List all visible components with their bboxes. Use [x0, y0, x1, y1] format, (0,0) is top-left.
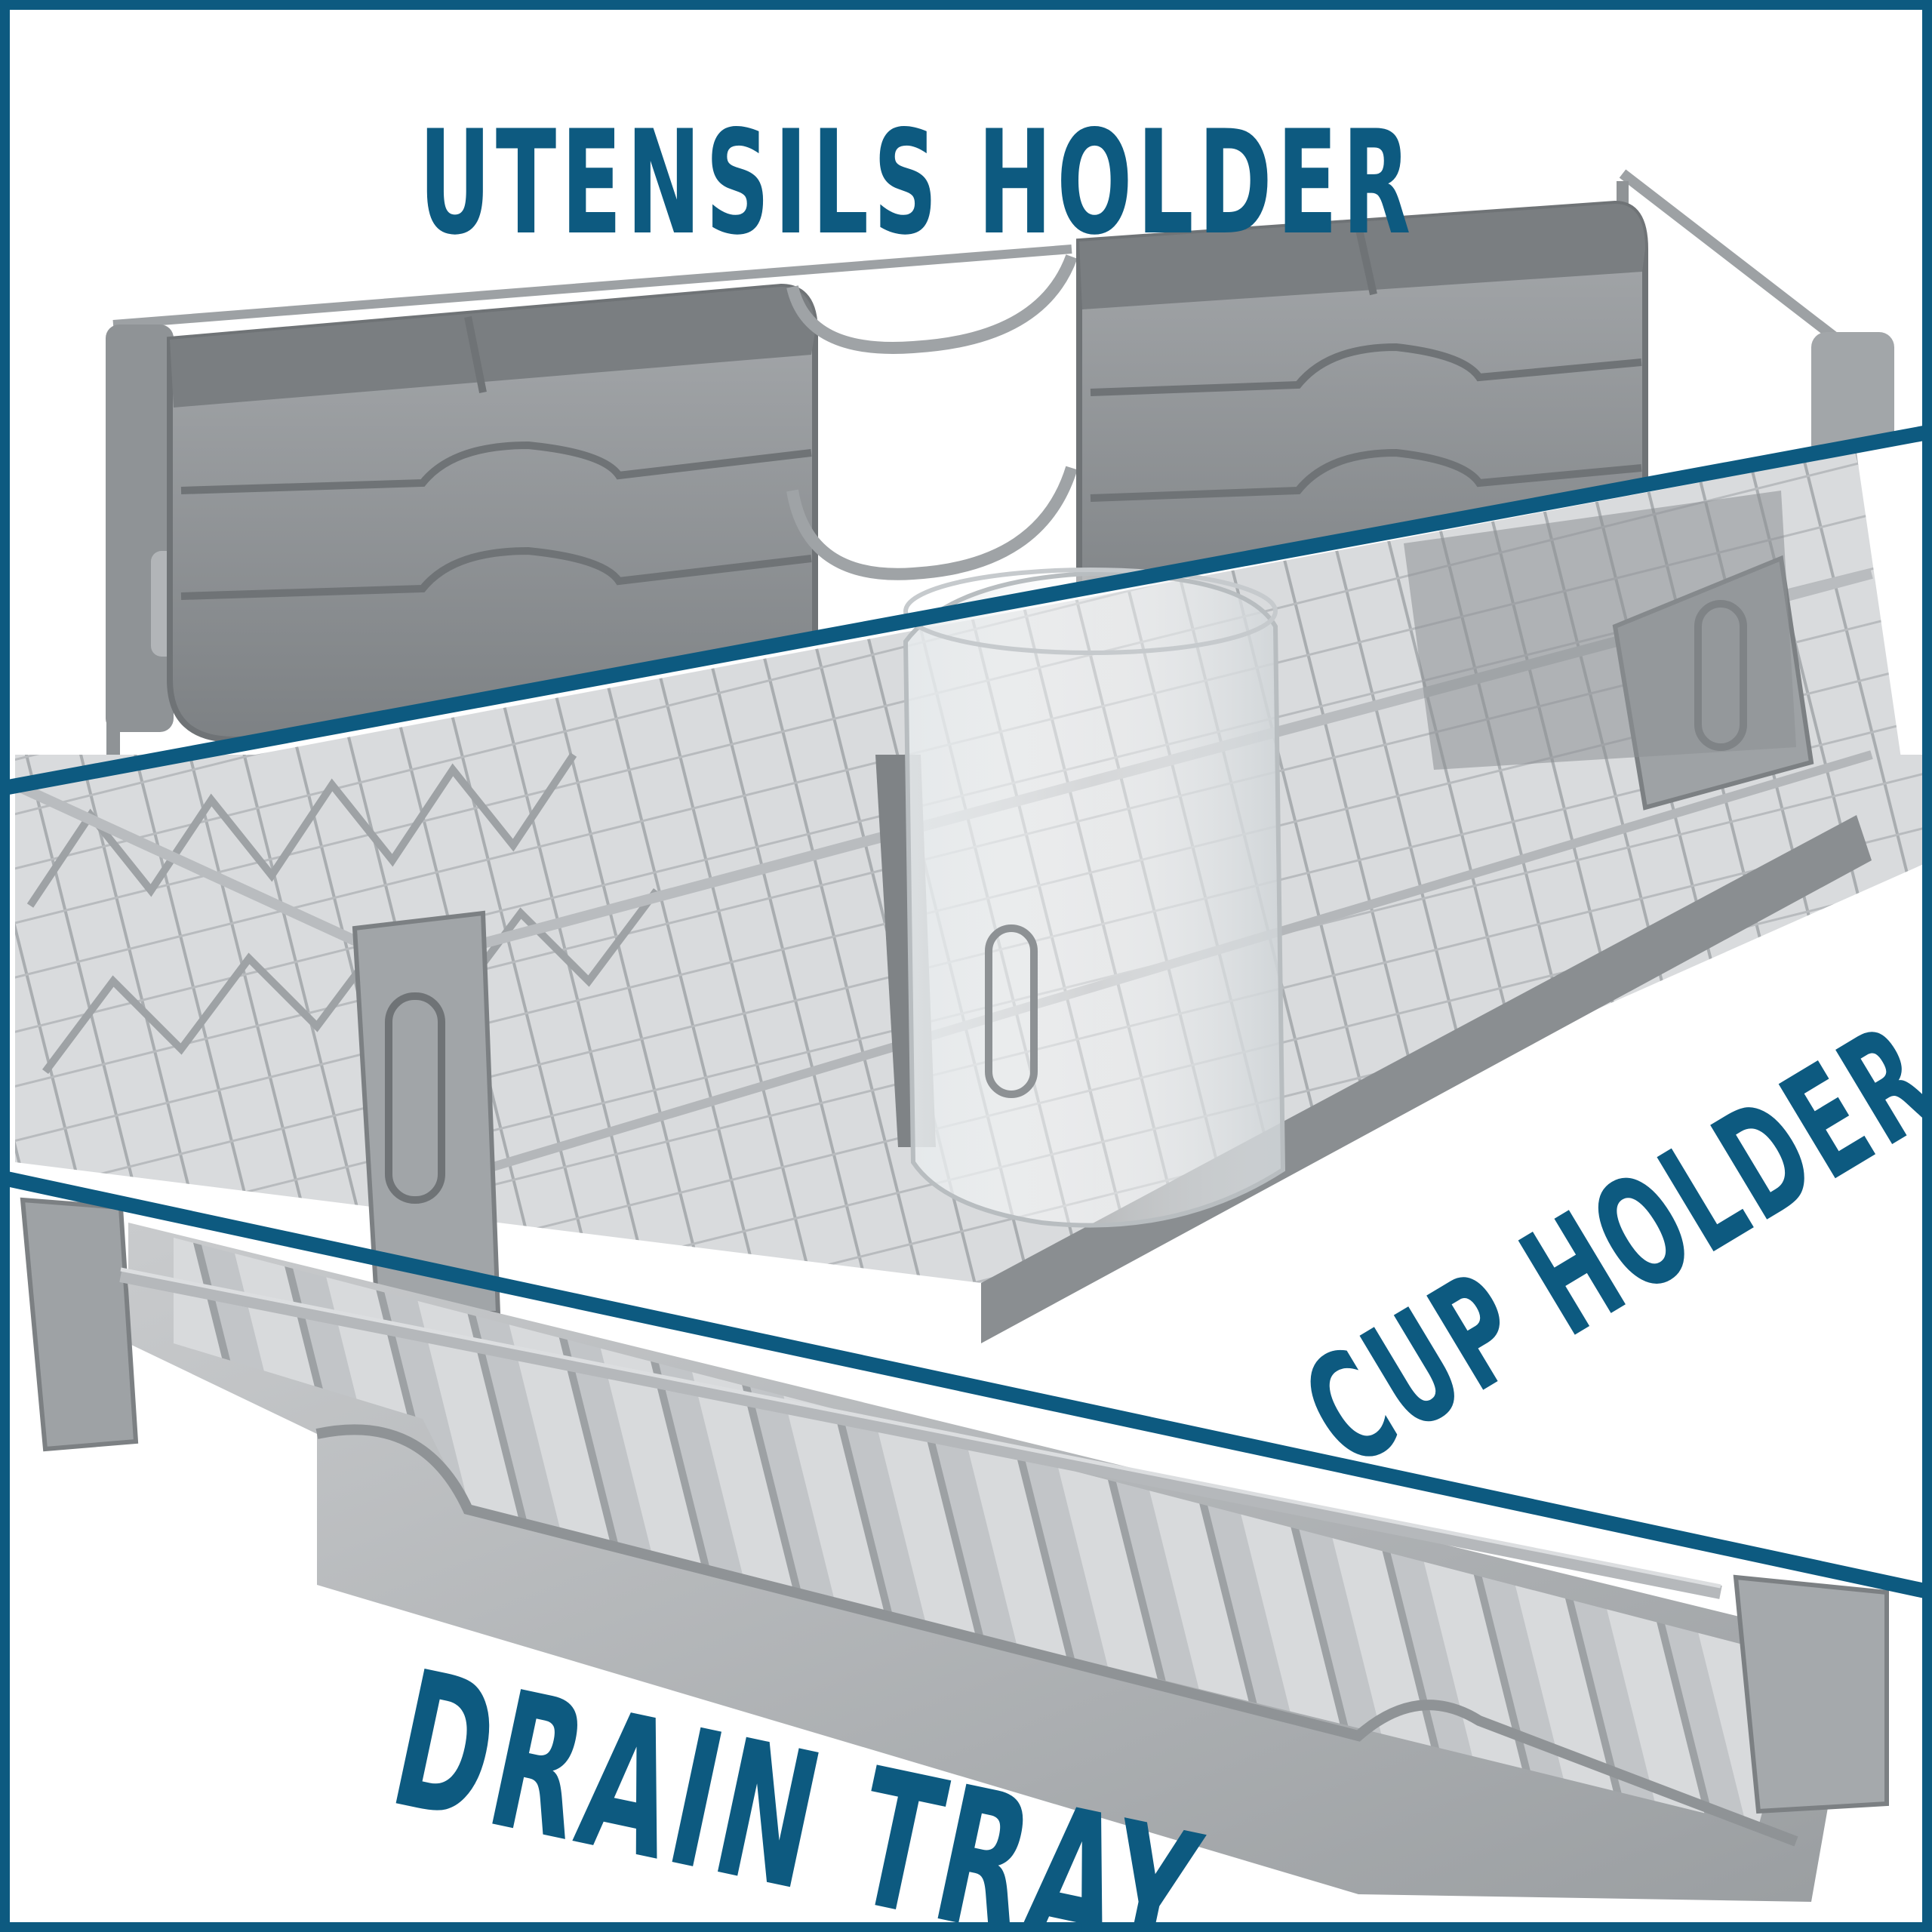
utensils-holder-label: UTENSILS HOLDER [419, 100, 1416, 266]
divider-bottom [0, 1170, 1932, 1600]
cup-holder-panel [13, 453, 1932, 1343]
divider-top [0, 424, 1932, 796]
drain-tray-panel [20, 1197, 1889, 1902]
